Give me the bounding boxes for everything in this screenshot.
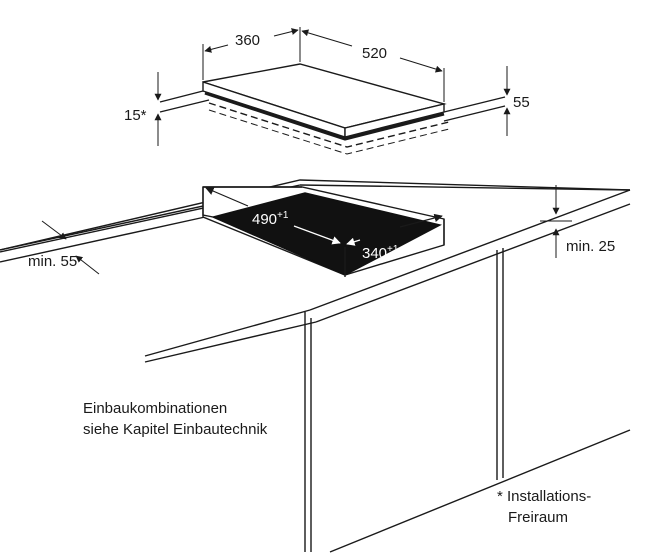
hob-unit [154, 27, 511, 155]
dim-arrow-490-right [293, 225, 341, 245]
label-490-value: 490 [252, 211, 277, 228]
worktop-ledge-left-lower [159, 99, 210, 113]
dim-arrow-340-left [346, 237, 361, 246]
label-520: 520 [362, 45, 387, 62]
note-combinations-line1: Einbaukombinationen [83, 400, 228, 417]
dim-arrow-min55-right [75, 255, 100, 275]
worktop-ledge-right [443, 96, 506, 113]
worktop-right-top [299, 184, 631, 191]
label-55: 55 [513, 94, 530, 111]
cutout-floor [210, 192, 442, 276]
note-installation-line2: Freiraum [508, 509, 569, 526]
worktop-ledge-right-lower [443, 105, 506, 122]
cabinet-bottom-right [329, 429, 631, 553]
dim-arrow-360-right [273, 28, 299, 37]
cutout-back-wall-left [202, 187, 214, 218]
dim-arrow-490-left [205, 187, 249, 207]
dim-arrow-520-left [301, 29, 353, 47]
note-combinations-line2: siehe Kapitel Einbautechnik [83, 421, 268, 438]
dim-arrow-520-right [399, 57, 443, 73]
label-490-tolerance: +1 [277, 210, 289, 221]
label-340-tolerance: +1 [387, 244, 399, 255]
worktop-right-slope-lower [315, 203, 631, 323]
worktop-right-slope [309, 189, 631, 311]
label-340-value: 340 [362, 245, 387, 262]
worktop-front-lip-lower [144, 321, 317, 363]
dim-arrow-360-left [204, 44, 229, 53]
dim-arrow-min55-left [41, 220, 67, 240]
label-min55: min. 55 [28, 253, 77, 270]
note-installation-line1: * Installations- [497, 488, 592, 505]
hob-dashed-outline-lower [208, 109, 450, 155]
hob-underside [204, 91, 445, 141]
worktop-front-lip [144, 309, 311, 357]
label-360: 360 [235, 32, 260, 49]
hob-dashed-outline [208, 102, 450, 148]
worktop [0, 179, 631, 553]
cutout-dimensions [205, 187, 443, 246]
note-installation-clearance: * Installations- Freiraum [497, 486, 591, 528]
note-installation-combinations: Einbaukombinationen siehe Kapitel Einbau… [83, 398, 267, 440]
label-340: 340+1 [362, 244, 399, 262]
label-490: 490+1 [252, 210, 289, 228]
label-15-clearance: 15* [124, 107, 147, 124]
worktop-ledge-left [159, 90, 204, 103]
worktop-back-edge [0, 179, 631, 251]
worktop-underside-left [0, 216, 206, 263]
dim-arrow-340-right [399, 213, 443, 228]
label-min25: min. 25 [566, 238, 615, 255]
